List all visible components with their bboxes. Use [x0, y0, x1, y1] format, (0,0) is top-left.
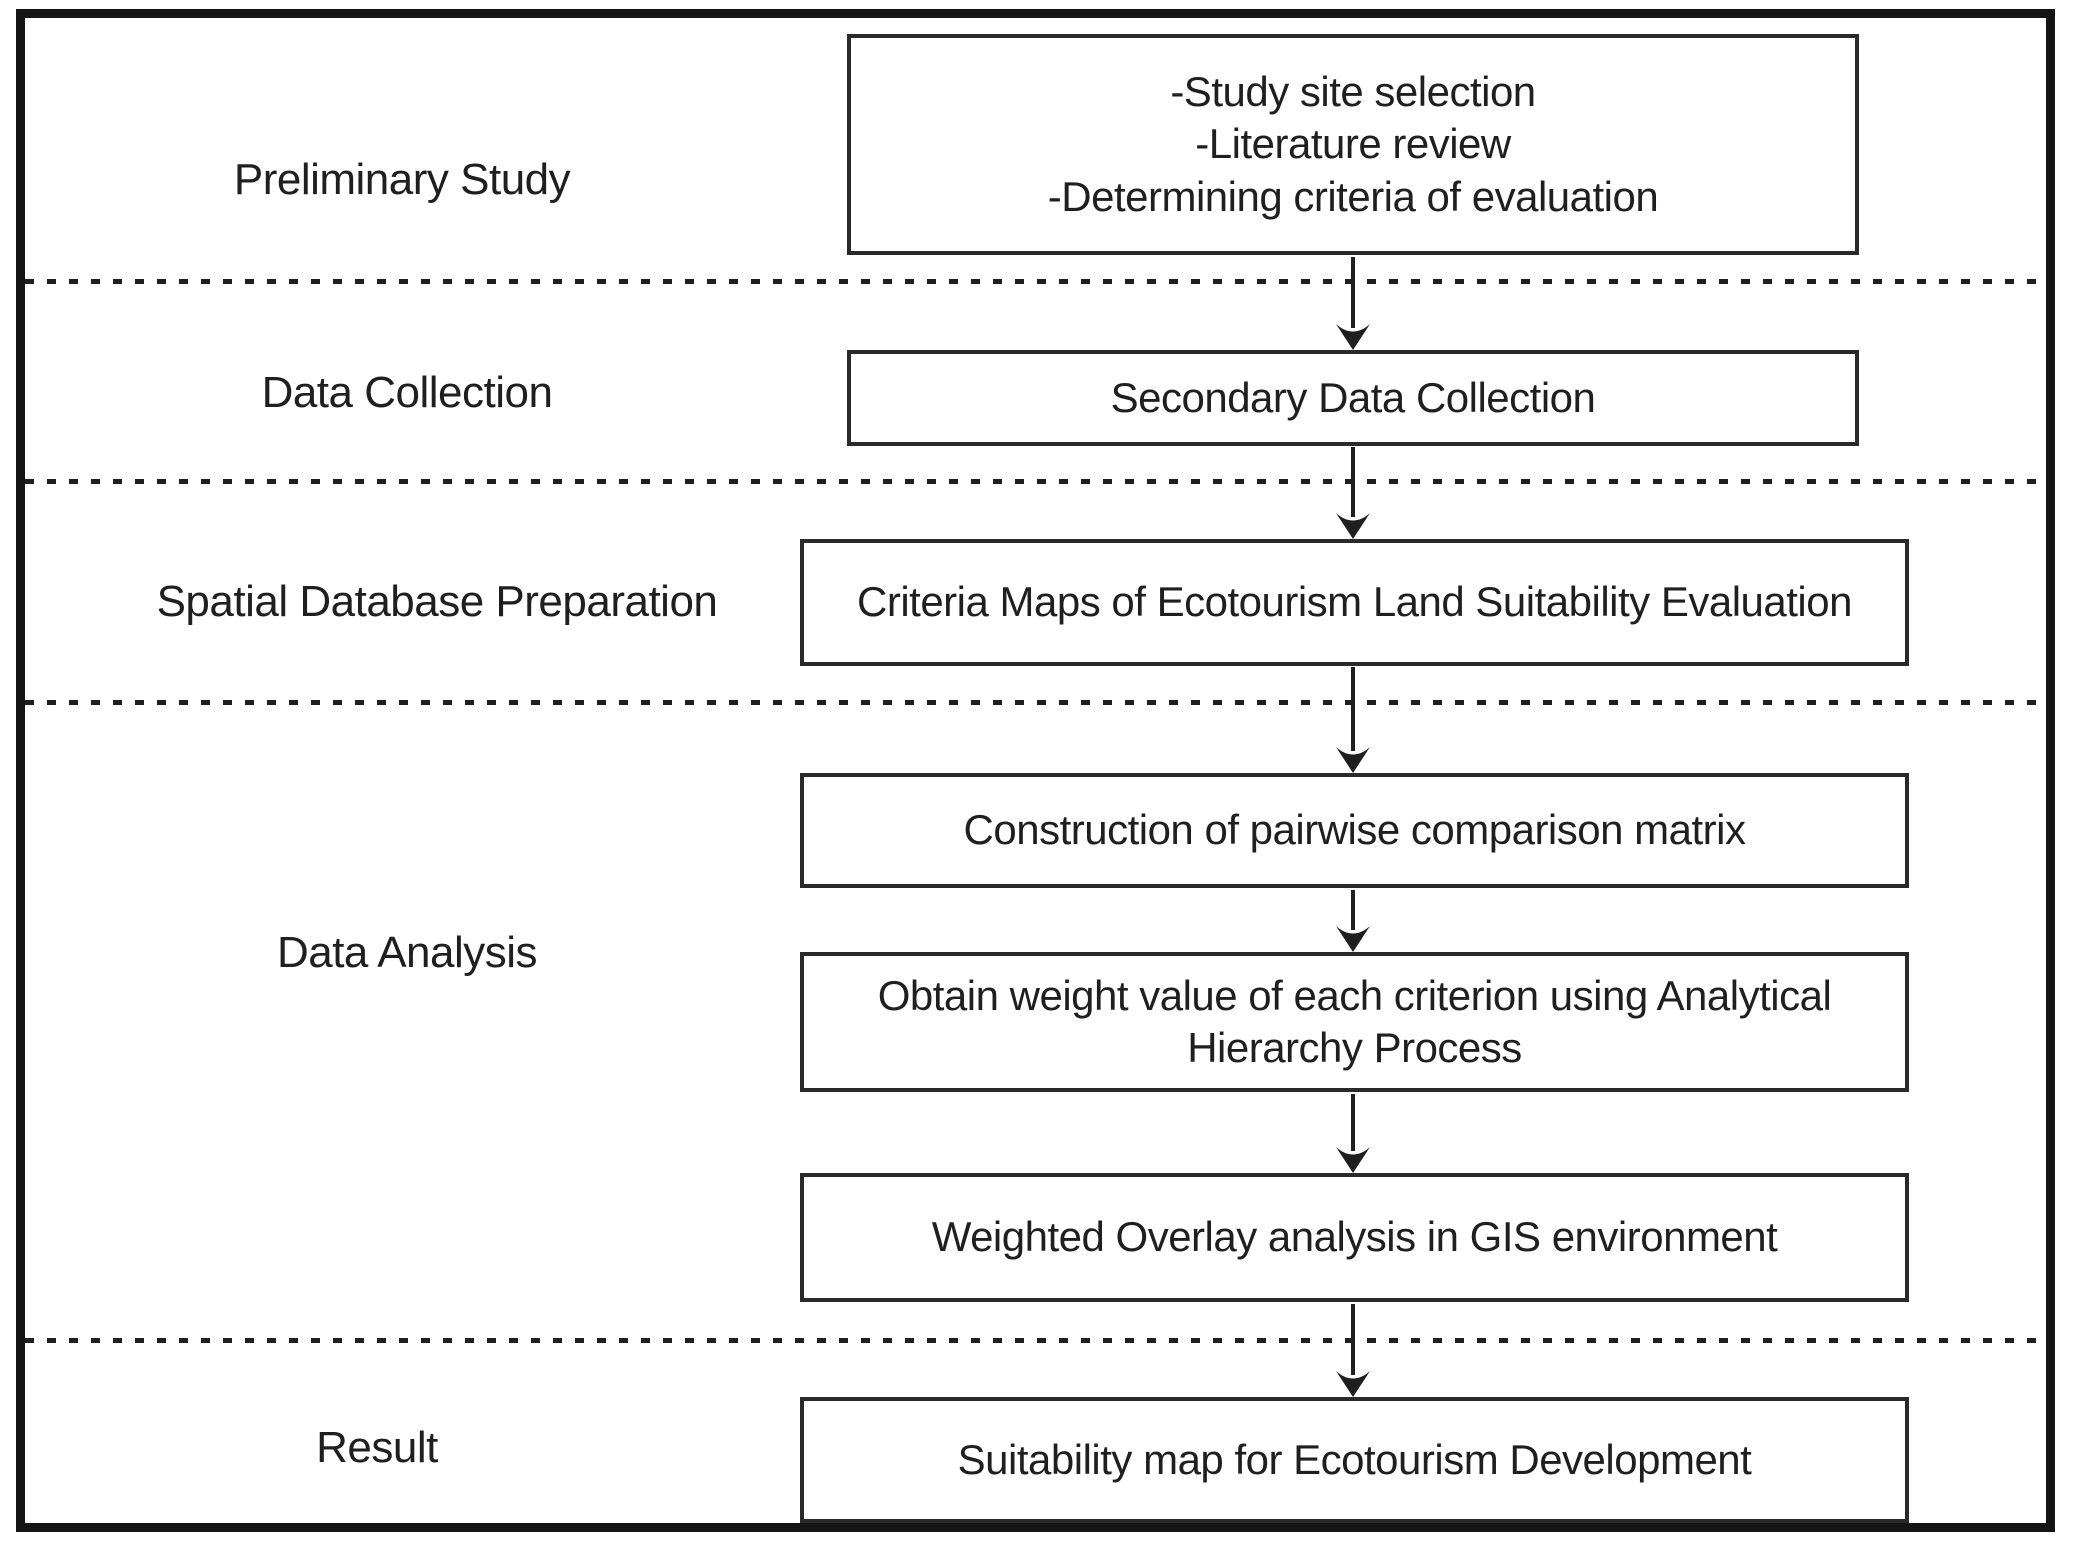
flow-box-text-line: -Study site selection [1170, 67, 1536, 115]
flow-arrow [1335, 667, 1371, 773]
flow-box-text-line: Suitability map for Ecotourism Developme… [957, 1435, 1752, 1483]
phase-divider-line [25, 700, 2046, 705]
flow-box-text-line: Construction of pairwise comparison matr… [963, 806, 1746, 854]
flow-box-weighted-overlay: Weighted Overlay analysis in GIS environ… [800, 1173, 1909, 1302]
arrow-shaft [1351, 257, 1355, 328]
flow-arrow [1335, 447, 1371, 539]
flow-box-text-line: Weighted Overlay analysis in GIS environ… [931, 1213, 1778, 1261]
phase-divider-line [25, 1338, 2046, 1343]
arrow-shaft [1351, 667, 1355, 751]
flow-box-text-line: Obtain weight value of each criterion us… [877, 971, 1832, 1019]
arrowhead-icon [1336, 1147, 1370, 1173]
arrow-shaft [1351, 447, 1355, 517]
flow-box-suitability-map: Suitability map for Ecotourism Developme… [800, 1397, 1909, 1523]
flow-box-text-line: -Determining criteria of evaluation [1047, 172, 1659, 220]
flow-box-pairwise-matrix: Construction of pairwise comparison matr… [800, 773, 1909, 888]
flow-box-text-line: Secondary Data Collection [1110, 373, 1596, 421]
arrow-shaft [1351, 890, 1355, 930]
phase-label-data-collection: Data Collection [261, 368, 553, 417]
flow-arrow [1335, 1094, 1371, 1173]
flow-arrow [1335, 1304, 1371, 1397]
arrowhead-icon [1336, 513, 1370, 539]
figure-border [16, 9, 2055, 1532]
flow-box-preliminary-tasks: -Study site selection -Literature review… [847, 34, 1859, 255]
flow-arrow [1335, 890, 1371, 952]
arrowhead-icon [1336, 1371, 1370, 1397]
phase-label-data-analysis: Data Analysis [276, 928, 538, 977]
phase-label-preliminary-study: Preliminary Study [233, 155, 571, 204]
arrow-shaft [1351, 1094, 1355, 1151]
arrowhead-icon [1336, 747, 1370, 773]
flow-box-text-line: -Literature review [1195, 120, 1511, 168]
phase-divider-line [25, 479, 2046, 484]
flow-box-secondary-data-collection: Secondary Data Collection [847, 350, 1859, 446]
flow-box-text-line: Criteria Maps of Ecotourism Land Suitabi… [857, 578, 1852, 626]
flow-box-ahp-weights: Obtain weight value of each criterion us… [800, 952, 1909, 1092]
phase-label-result: Result [316, 1423, 438, 1472]
phase-label-spatial-database-preparation: Spatial Database Preparation [156, 577, 718, 626]
flow-box-criteria-maps: Criteria Maps of Ecotourism Land Suitabi… [800, 539, 1909, 666]
flow-arrow [1335, 257, 1371, 350]
arrowhead-icon [1336, 926, 1370, 952]
flow-box-text-line: Hierarchy Process [1187, 1024, 1522, 1071]
phase-divider-line [25, 279, 2046, 284]
arrowhead-icon [1336, 324, 1370, 350]
arrow-shaft [1351, 1304, 1355, 1375]
